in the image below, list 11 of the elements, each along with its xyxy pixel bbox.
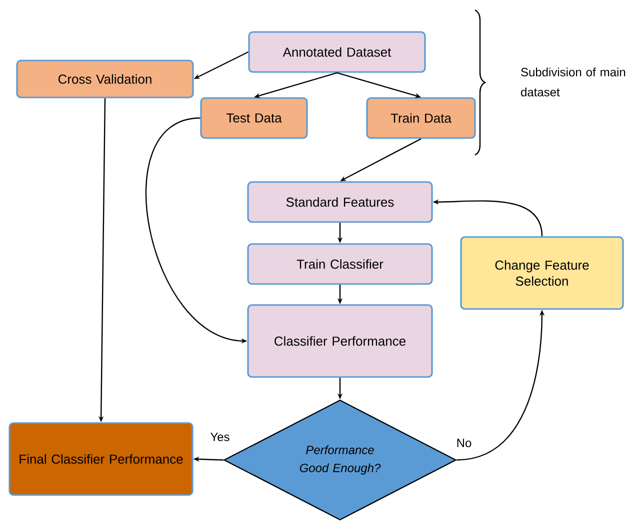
result-box: Final Classifier Performance	[8, 422, 194, 496]
process-box: Annotated Dataset	[248, 31, 426, 73]
process-box: Change Feature Selection	[460, 236, 624, 310]
process-box: Classifier Performance	[247, 304, 433, 378]
brace-label: Subdivision of main dataset	[521, 68, 626, 96]
data-box: Cross Validation	[16, 60, 194, 98]
process-box: Train Classifier	[247, 243, 433, 285]
process-box: Standard Features	[247, 181, 433, 223]
edge-label: No	[457, 438, 472, 448]
data-box: Test Data	[200, 97, 308, 139]
data-box: Train Data	[366, 97, 476, 139]
